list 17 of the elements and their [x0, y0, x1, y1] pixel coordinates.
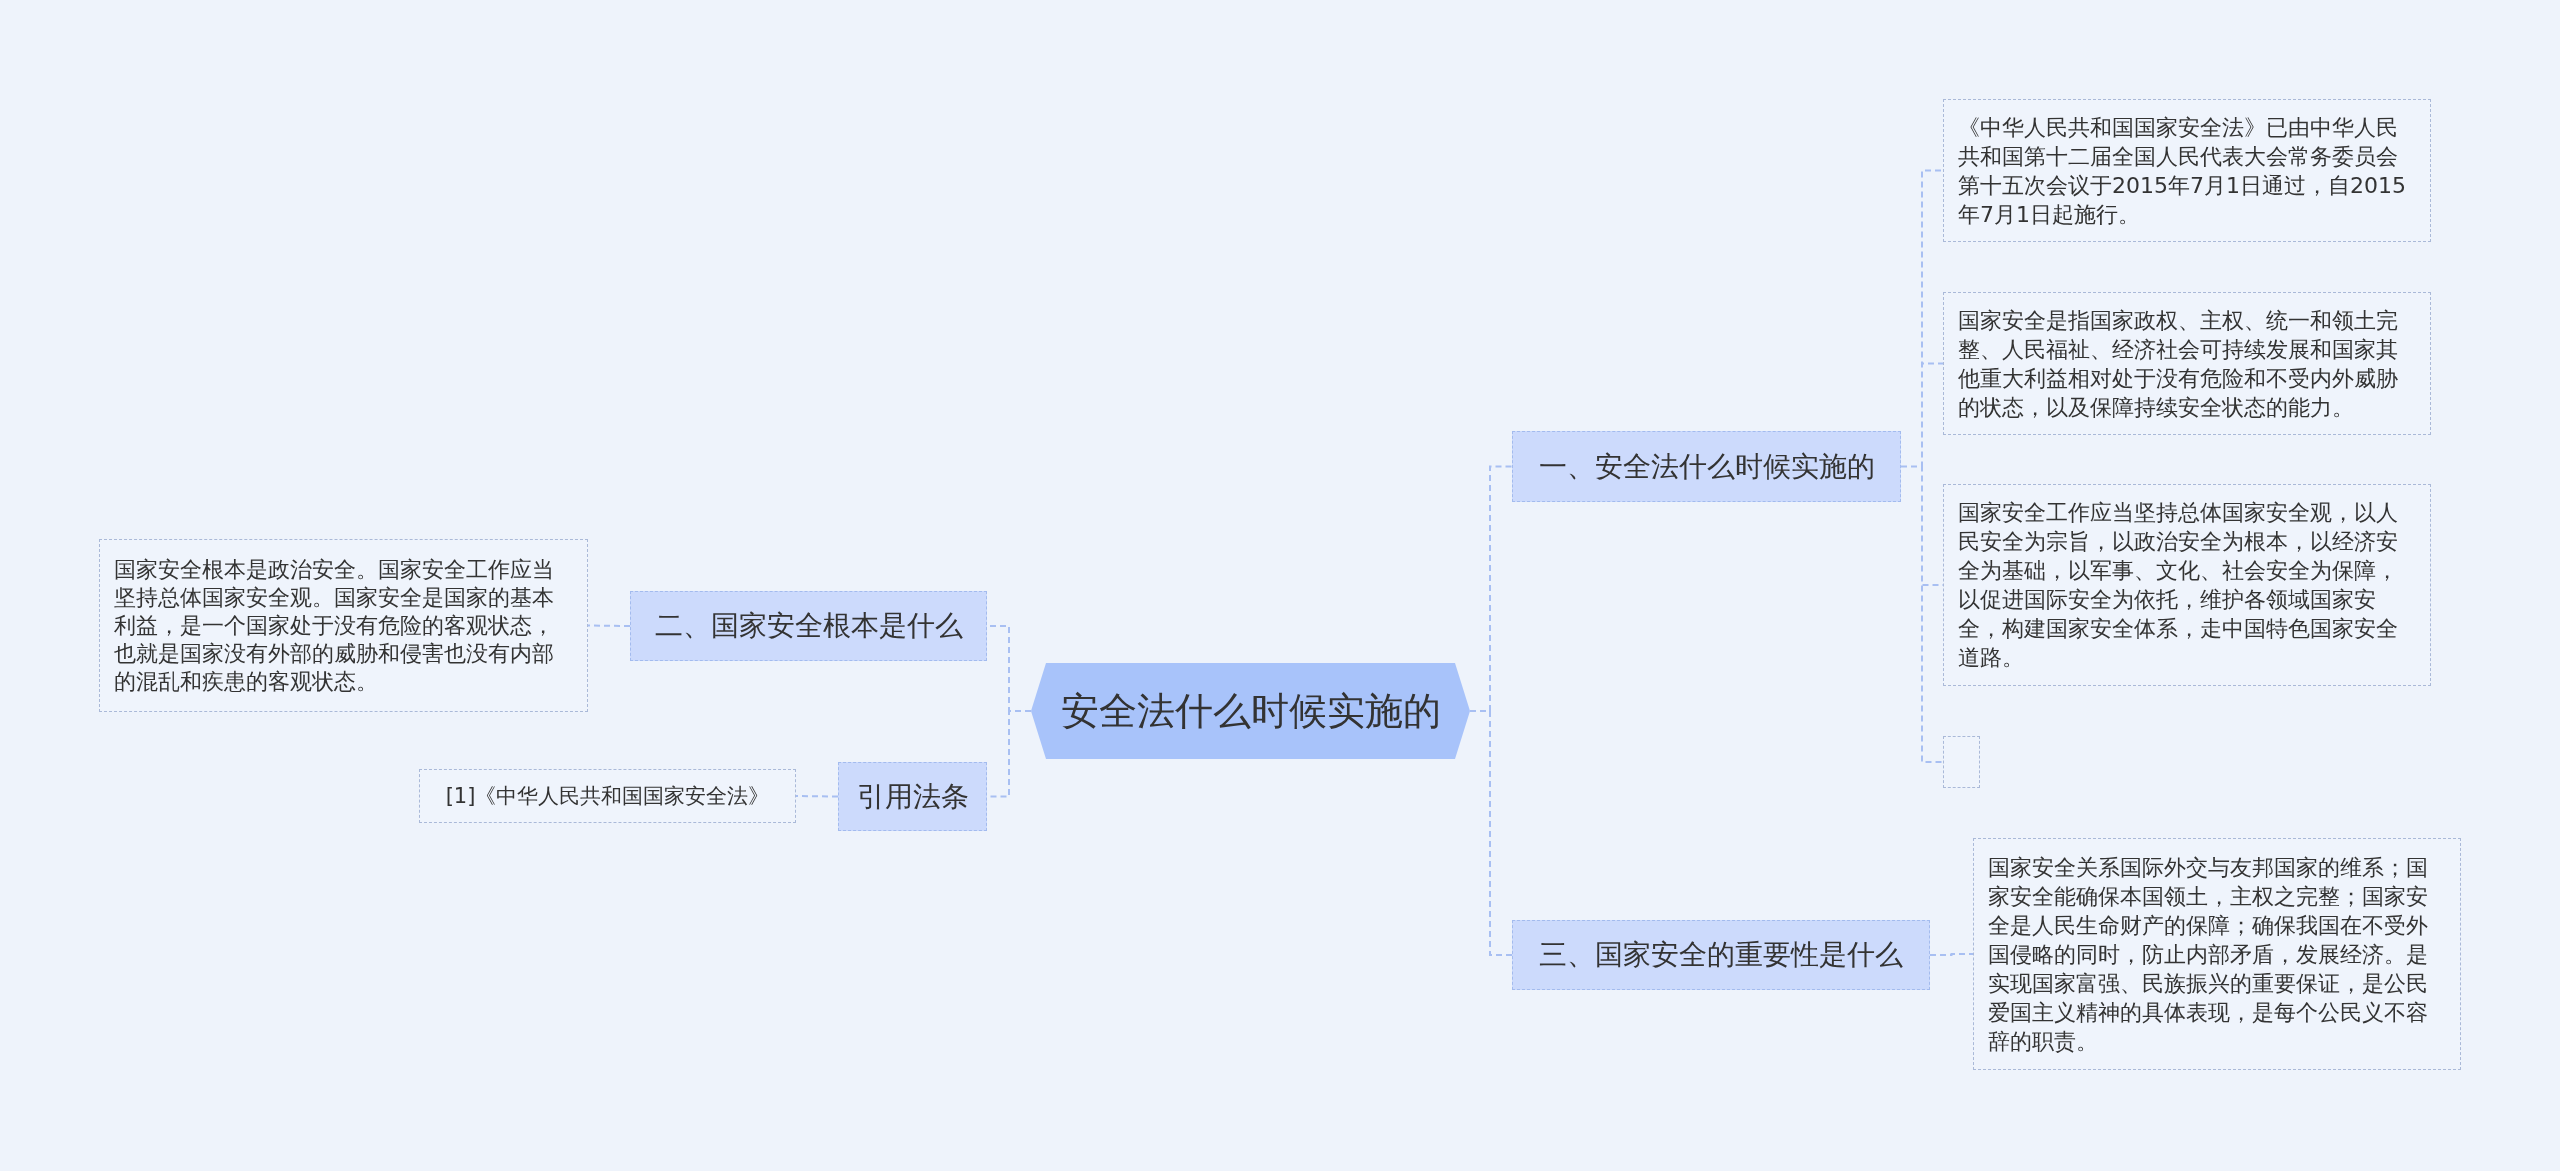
empty-note — [1943, 736, 1980, 788]
branch-topic: 一、安全法什么时候实施的 — [1512, 431, 1901, 502]
connector-line — [1900, 169, 1944, 763]
detail-note: 《中华人民共和国国家安全法》已由中华人民共和国第十二届全国人民代表大会常务委员会第十五次会议于2015年7月1日通过，自2015年7月1日起施行。 — [1943, 99, 2431, 242]
connector-line — [795, 795, 839, 798]
connector-line — [1929, 953, 1974, 956]
central-topic: 安全法什么时候实施的 — [1031, 663, 1470, 759]
branch-topic: 三、国家安全的重要性是什么 — [1512, 920, 1930, 990]
connector-line — [587, 624, 631, 627]
connector-line — [1469, 465, 1513, 956]
branch-topic: 二、国家安全根本是什么 — [630, 591, 987, 661]
detail-note: 国家安全关系国际外交与友邦国家的维系；国家安全能确保本国领土，主权之完整；国家安全是人民生命财产的保障；确保我国在不受外国侵略的同时，防止内部矛盾，发展经济。是实现国家富强、民族振兴的重要保证，是公民爱国主义精神的具体表现，是每个公民义不容辞的职责。 — [1973, 838, 2461, 1070]
detail-note: 国家安全是指国家政权、主权、统一和领土完整、人民福祉、经济社会可持续发展和国家其他重大利益相对处于没有危险和不受内外威胁的状态，以及保障持续安全状态的能力。 — [1943, 292, 2431, 435]
detail-note: 国家安全工作应当坚持总体国家安全观，以人民安全为宗旨，以政治安全为根本，以经济安全为基础，以军事、文化、社会安全为保障，以促进国际安全为依托，维护各领域国家安全，构建国家安全体系，走中国特色国家安全道路。 — [1943, 484, 2431, 686]
detail-note: 国家安全根本是政治安全。国家安全工作应当坚持总体国家安全观。国家安全是国家的基本利益，是一个国家处于没有危险的客观状态，也就是国家没有外部的威胁和侵害也没有内部的混乱和疾患的客观状态。 — [99, 539, 588, 712]
reference-note: [1]《中华人民共和国国家安全法》 — [419, 769, 796, 823]
branch-topic: 引用法条 — [838, 762, 987, 831]
